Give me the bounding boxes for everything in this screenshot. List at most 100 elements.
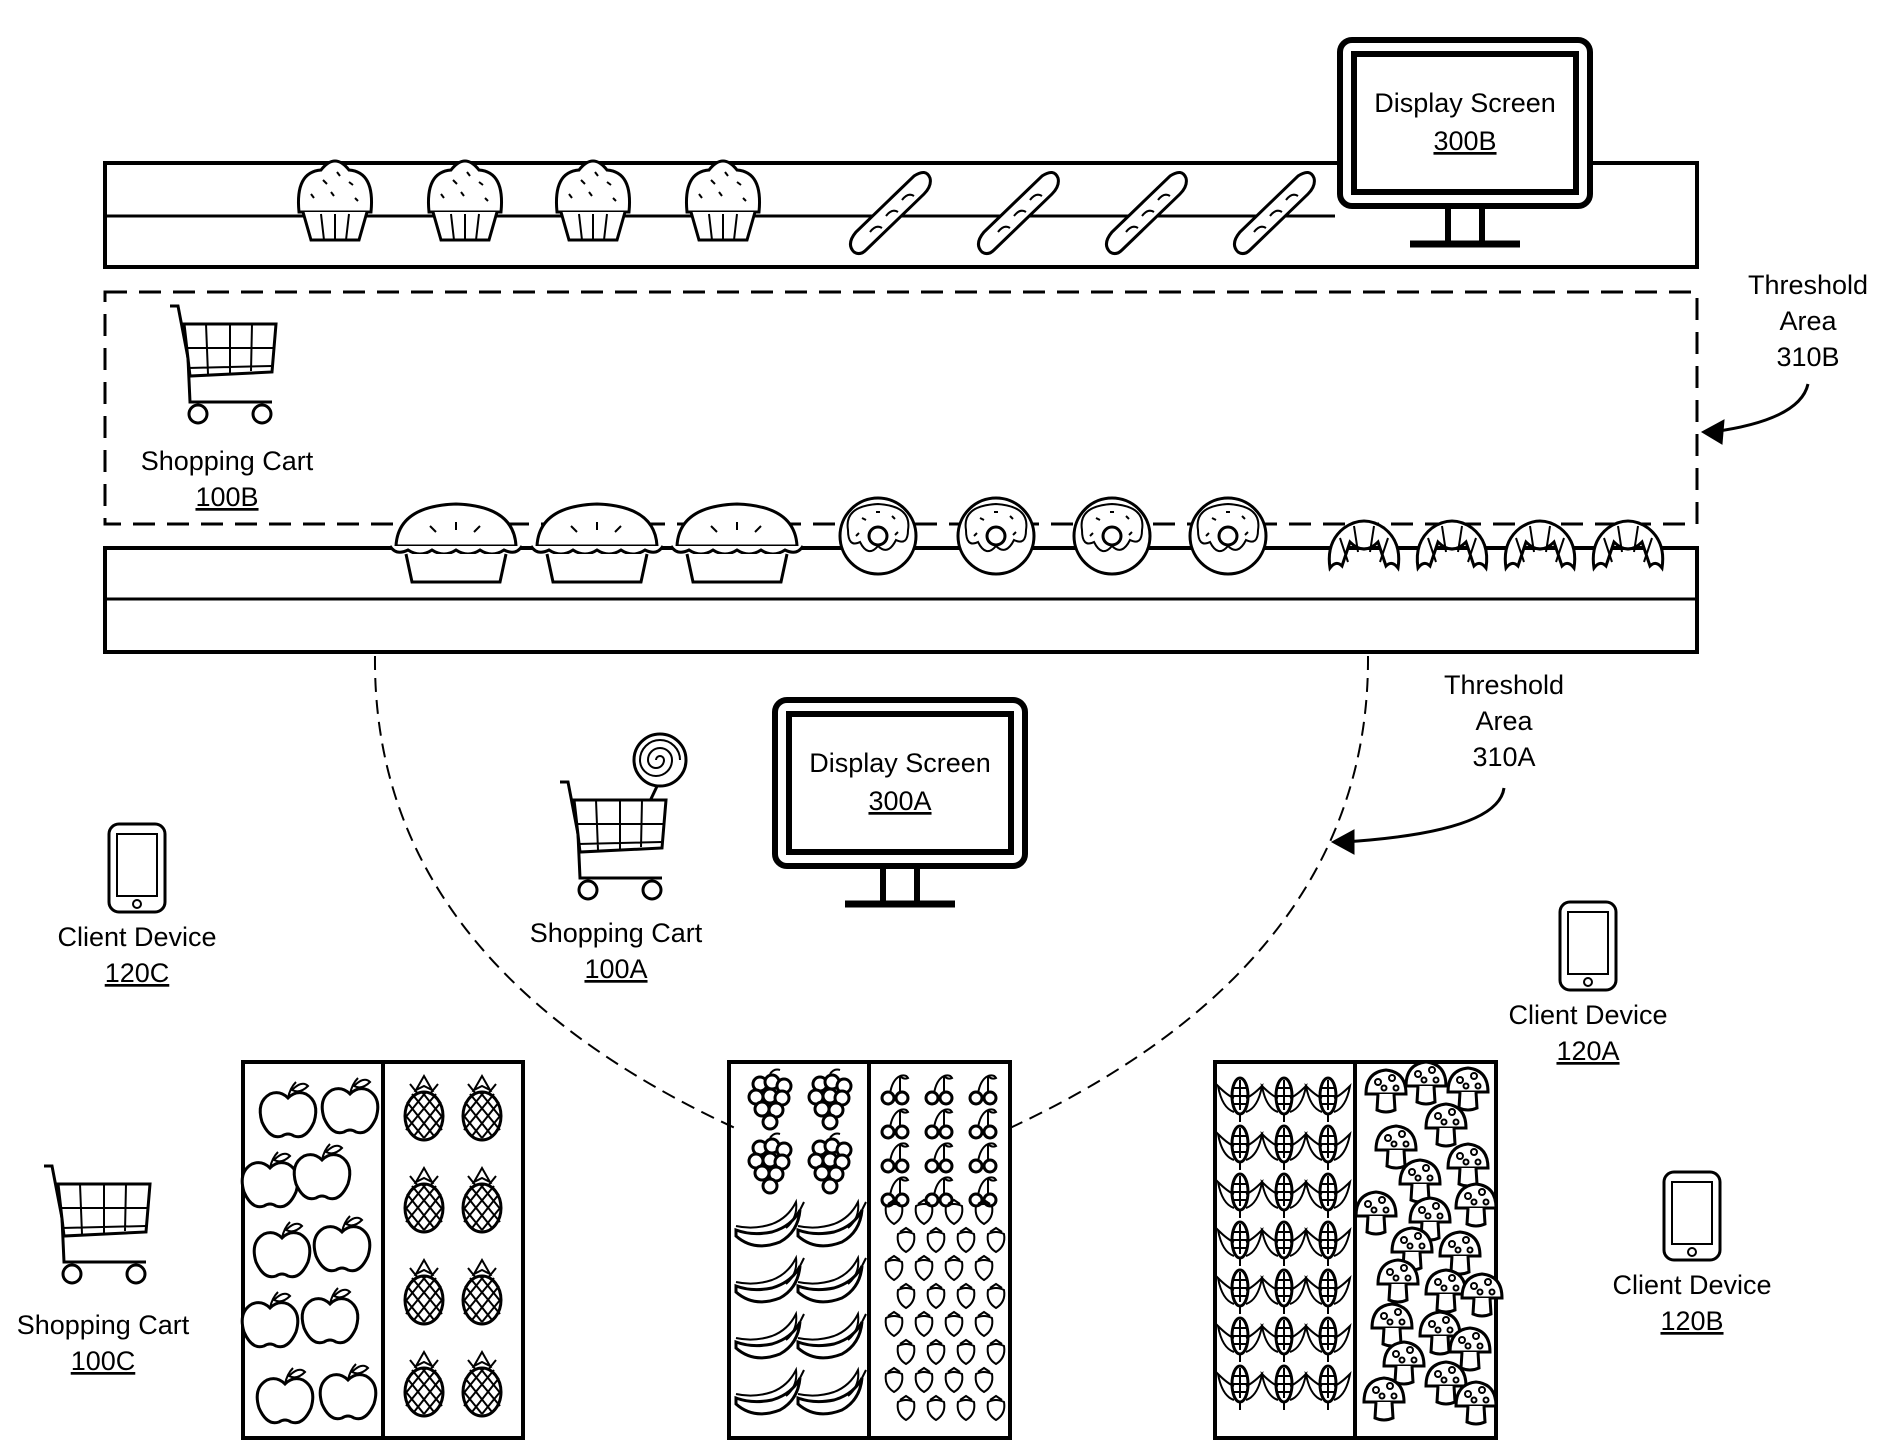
client-device-120b: Client Device 120B	[1612, 1172, 1771, 1336]
muffin-icon	[686, 161, 759, 240]
pineapple-icon	[405, 1076, 443, 1140]
threshold-310a-line2: Area	[1475, 706, 1533, 736]
top-shelf-items	[298, 161, 1314, 254]
corn-icon	[1306, 1126, 1350, 1170]
client-device-120b-ref: 120B	[1660, 1306, 1723, 1336]
baguette-icon	[850, 172, 930, 253]
cherry-icon	[882, 1075, 908, 1104]
arrow-icon	[1344, 788, 1504, 842]
phone-icon	[1560, 902, 1616, 990]
client-device-120a-name: Client Device	[1508, 1000, 1667, 1030]
threshold-310b-line1: Threshold	[1748, 270, 1868, 300]
corn-icon	[1218, 1078, 1262, 1122]
arrowhead-icon	[1702, 420, 1724, 444]
strawberry-icon	[886, 1368, 903, 1392]
mushroom-icon	[1400, 1160, 1440, 1202]
strawberry-icon	[928, 1396, 945, 1420]
corn-icon	[1306, 1366, 1350, 1410]
banana-icon	[736, 1370, 804, 1414]
shopping-cart-100a-name: Shopping Cart	[530, 918, 703, 948]
mushroom-icon	[1406, 1062, 1446, 1104]
croissant-icon	[1593, 521, 1662, 568]
apple-icon	[257, 1368, 313, 1423]
shopping-cart-100b-ref: 100B	[195, 482, 258, 512]
pineapple-icon	[463, 1076, 501, 1140]
display-screen-300b-ref: 300B	[1433, 126, 1496, 156]
strawberry-icon	[898, 1340, 915, 1364]
corn-icon	[1218, 1222, 1262, 1266]
apple-icon	[260, 1082, 316, 1137]
threshold-area-310b	[105, 292, 1697, 524]
shopping-cart-100b: Shopping Cart 100B	[141, 306, 314, 512]
display-screen-300a: Display Screen 300A	[775, 700, 1025, 904]
shopping-cart-icon	[44, 1166, 150, 1283]
mushroom-icon	[1378, 1260, 1418, 1302]
mushroom-icon	[1440, 1232, 1480, 1274]
shopping-cart-100c-ref: 100C	[71, 1346, 136, 1376]
donut-icon	[1074, 498, 1150, 574]
display-screen-300a-ref: 300A	[868, 786, 931, 816]
corn-icon	[1262, 1318, 1306, 1362]
strawberry-icon	[988, 1284, 1005, 1308]
apple-icon	[314, 1216, 370, 1271]
grapes-icon	[809, 1134, 851, 1194]
apple-column	[242, 1078, 378, 1423]
pineapple-icon	[405, 1168, 443, 1232]
banana-icon	[798, 1314, 866, 1358]
grapes-banana-column	[736, 1070, 866, 1414]
baguette-icon	[1106, 172, 1186, 253]
client-device-120a: Client Device 120A	[1508, 902, 1667, 1066]
strawberry-icon	[916, 1256, 933, 1280]
pie-icon	[390, 504, 522, 582]
corn-icon	[1262, 1366, 1306, 1410]
strawberry-icon	[946, 1200, 963, 1224]
corn-icon	[1306, 1222, 1350, 1266]
banana-icon	[736, 1314, 804, 1358]
baguette-icon	[978, 172, 1058, 253]
donut-icon	[840, 498, 916, 574]
strawberry-icon	[946, 1256, 963, 1280]
client-device-120c-name: Client Device	[57, 922, 216, 952]
corn-icon	[1262, 1222, 1306, 1266]
cherry-icon	[926, 1143, 952, 1172]
strawberry-icon	[886, 1256, 903, 1280]
cherry-icon	[882, 1143, 908, 1172]
apple-icon	[322, 1078, 378, 1133]
corn-column	[1218, 1078, 1350, 1410]
cherry-icon	[926, 1109, 952, 1138]
corn-icon	[1218, 1318, 1262, 1362]
strawberry-icon	[958, 1396, 975, 1420]
pineapple-icon	[463, 1168, 501, 1232]
pineapple-icon	[463, 1260, 501, 1324]
bottom-shelf-items	[390, 498, 1663, 582]
apple-icon	[254, 1222, 310, 1277]
strawberry-icon	[988, 1228, 1005, 1252]
corn-icon	[1306, 1270, 1350, 1314]
threshold-area-310b-label: Threshold Area 310B	[1702, 270, 1868, 444]
mushroom-icon	[1426, 1104, 1466, 1146]
grapes-icon	[809, 1070, 851, 1130]
shopping-cart-100c-name: Shopping Cart	[17, 1310, 190, 1340]
threshold-area-310a-right-arc	[1010, 656, 1368, 1128]
cherry-icon	[926, 1177, 952, 1206]
cherry-icon	[970, 1109, 996, 1138]
strawberry-icon	[928, 1284, 945, 1308]
produce-bin-fruits	[729, 1062, 1010, 1438]
corn-icon	[1262, 1078, 1306, 1122]
strawberry-icon	[976, 1368, 993, 1392]
strawberry-icon	[988, 1340, 1005, 1364]
croissant-icon	[1329, 521, 1398, 568]
client-device-120c: Client Device 120C	[57, 824, 216, 988]
cherry-icon	[882, 1109, 908, 1138]
strawberry-icon	[988, 1396, 1005, 1420]
arrow-icon	[1712, 384, 1808, 432]
cherry-icon	[926, 1075, 952, 1104]
pineapple-icon	[463, 1352, 501, 1416]
mushroom-icon	[1448, 1144, 1488, 1186]
strawberry-icon	[886, 1200, 903, 1224]
mushroom-icon	[1372, 1304, 1412, 1346]
corn-icon	[1218, 1366, 1262, 1410]
pineapple-column	[405, 1076, 501, 1416]
phone-icon	[1664, 1172, 1720, 1260]
